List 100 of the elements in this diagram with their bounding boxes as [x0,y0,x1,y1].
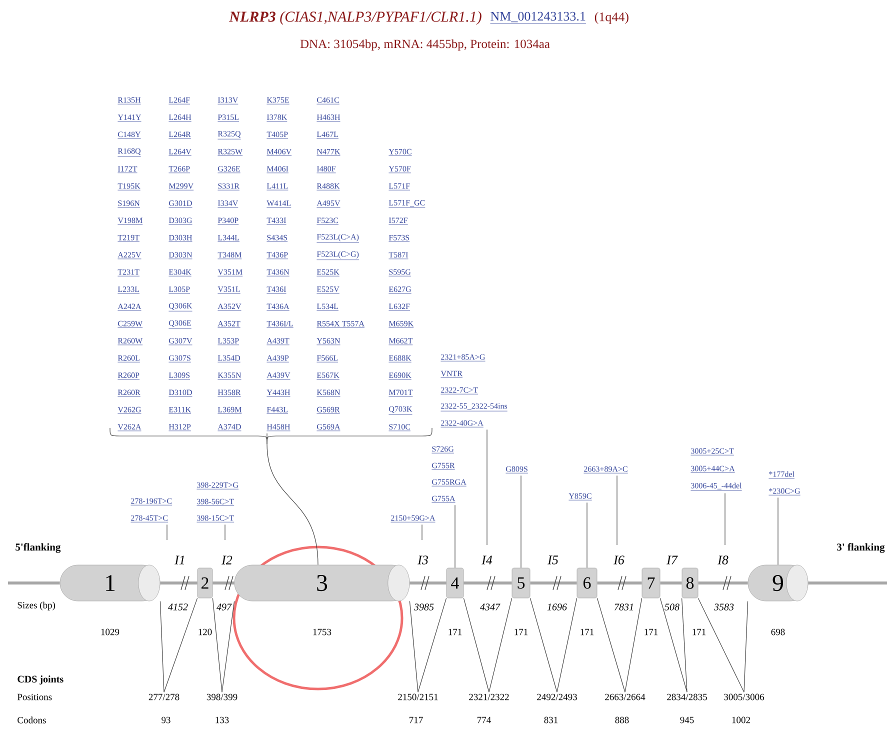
mutation-link: T348M [218,252,242,260]
mutation-link: V198M [118,218,143,225]
mutation-link: R260L [118,355,140,362]
mutation-link: L467L [316,132,339,139]
mutation-link: G755RGA [432,479,467,486]
codon-number: 93 [162,716,170,724]
mutation-link: M701T [388,390,413,397]
exon-box: 8 [682,568,698,598]
mutation-link: L233L [118,286,140,294]
mutation-link: 278-196T>C [130,498,172,506]
mutation-link: E525V [316,286,340,294]
leader-line [418,598,447,692]
mutation-link: R260W [118,338,143,346]
title: NLRP3 (CIAS1,NALP3/PYPAF1/CLR1.1) [229,11,482,25]
position-label: 3005/3006 [724,694,764,700]
mutation-link: M299V [168,183,194,190]
mutation-link: M659K [388,320,414,328]
size-label: 171 [514,628,528,636]
codon-number: 133 [216,716,229,724]
mutation-link: R168Q [118,148,142,157]
mutation-link: T219T [118,234,140,242]
mutation-link: F443L [266,406,288,414]
mutation-link: A439V [266,372,290,380]
mutation-link: L411L [266,183,288,190]
intron-size: 3583 [714,604,734,610]
mutation-link: R325Q [218,131,242,140]
leader-line [164,598,198,692]
intron-label: I2 [222,556,232,564]
mutation-link: A374D [218,424,242,432]
mutation-link: G307V [168,338,192,346]
codon-number: 717 [410,716,423,724]
intron-label: I1 [174,556,184,564]
mutation-link: N477K [316,148,340,156]
leader-line [222,600,235,692]
mutation-link: R554X T557A [316,320,365,328]
exon-box: 5 [512,568,530,598]
mutation-link: E311K [168,406,192,414]
exon-box: 3 [234,564,410,602]
mutation-link: R135H [118,97,142,104]
mutation-link: Y570C [388,148,412,156]
mutation-link: V262G [118,406,142,414]
size-label: 698 [771,628,785,636]
position-label: 2663/2664 [605,694,646,700]
mutation-link: L354D [218,355,241,362]
mutation-link: L369M [218,406,242,414]
mutation-link: G809S [506,466,528,474]
intron-label: I4 [482,556,492,564]
mutation-link: F566L [316,355,338,362]
gene-line [597,582,642,584]
mutation-link: F523C [316,218,339,225]
mutation-link: L632F [388,304,410,311]
intron-label: I3 [418,556,428,564]
leader-line [488,598,512,692]
intron-size: 4152 [168,604,188,610]
mutation-link: E525K [316,269,340,276]
mutation-link: S434S [266,234,288,242]
mutation-link: S331R [218,183,240,190]
mutation-link: A242A [118,304,142,311]
mutation-link: C259W [118,320,143,328]
mutation-link: I378K [266,114,288,122]
mutation-link: C461C [316,97,340,104]
mutation-link: G301D [168,200,192,208]
locus-label: (1q44) [594,12,628,24]
intron-size: 3985 [414,604,434,610]
mutation-link: V351L [218,286,241,294]
position-label: 2834/2835 [667,694,707,700]
gene-line [8,582,60,584]
leader-line [660,598,688,692]
mutation-link: H458H [266,424,290,432]
intron-size: 1696 [547,604,567,610]
mutation-link: T436A [266,304,290,311]
mutation-link: S726G [432,446,454,454]
gene-line [212,582,234,584]
mutation-link: K375E [266,97,290,104]
gene-line [530,582,577,584]
position-label: 398/399 [206,694,238,700]
leader-line [454,504,456,568]
row-label: CDS joints [18,675,64,685]
intron-size: 7831 [614,604,633,610]
mutation-link: I313V [218,97,238,104]
mutation-link: T231T [118,269,140,276]
mutation-link: T436I [266,286,286,294]
mutation-link: H312P [168,424,192,432]
mutation-link: W414L [266,200,292,208]
size-label: 171 [644,628,658,636]
codon-number: 945 [680,716,694,724]
mutation-link: A495V [316,200,340,208]
exon-box: 6 [576,568,598,598]
mutation-link: 2322-7C>T [440,387,478,394]
mutation-link: VNTR [440,370,463,378]
mutation-link: Y859C [568,493,592,500]
mutation-link: 2322-55_2322-54ins [440,403,508,412]
mutation-link: A352T [218,320,241,328]
mutation-link: E627G [388,286,412,294]
mutation-link: P315L [218,114,240,122]
mutation-link: 2322-40G>A [440,420,484,428]
mutation-link: T436I/L [266,320,294,328]
mutation-link: L571F_GC [388,200,426,208]
leader-line [698,598,744,692]
gene-line [698,582,748,584]
